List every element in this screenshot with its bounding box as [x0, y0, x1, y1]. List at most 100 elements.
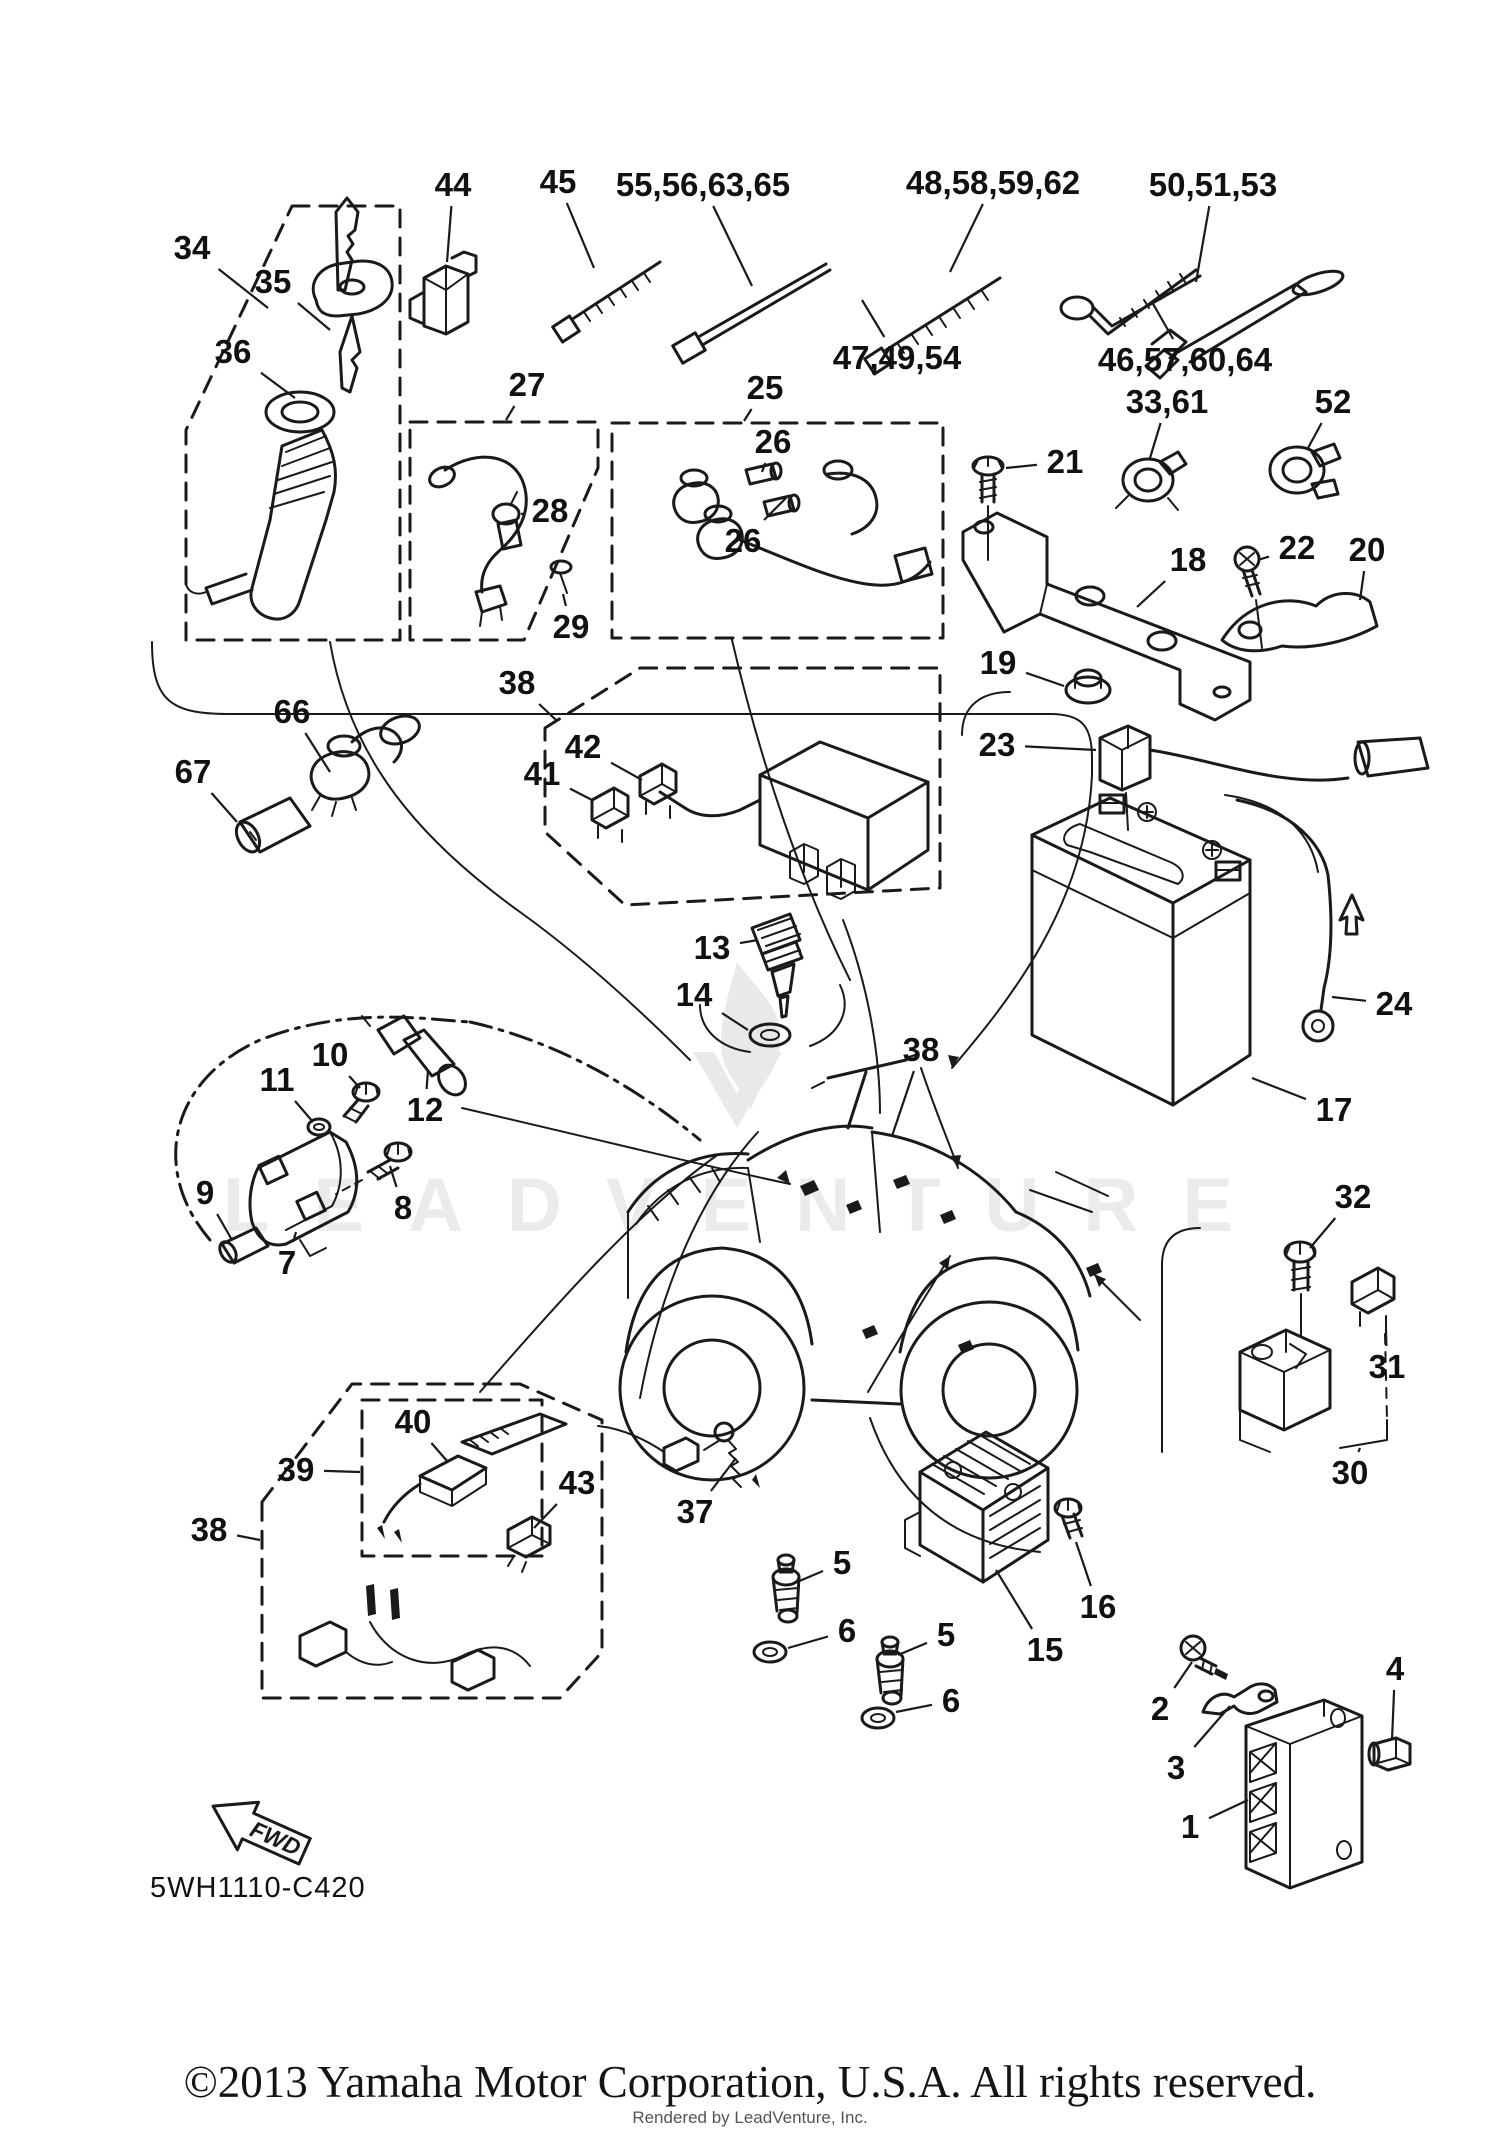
leader-line-16	[1074, 1541, 1092, 1587]
part-callout-6[interactable]: 6	[837, 1612, 857, 1649]
part-callout-2[interactable]: 2	[1150, 1690, 1170, 1727]
part-callout-38[interactable]: 38	[190, 1511, 228, 1548]
part-callout-43[interactable]: 43	[558, 1464, 596, 1501]
part-callout-11[interactable]: 11	[259, 1061, 295, 1098]
engine-stop-switch	[234, 714, 421, 854]
main-switch-assembly	[408, 250, 478, 336]
leader-line-36	[260, 371, 296, 399]
leader-line-35	[297, 302, 331, 331]
part-callout-21[interactable]: 21	[1046, 443, 1084, 480]
part-callout-3[interactable]: 3	[1166, 1749, 1186, 1786]
leader-line-7	[292, 1231, 298, 1243]
part-callout-1[interactable]: 1	[1180, 1808, 1200, 1845]
part-callout-5[interactable]: 5	[832, 1544, 852, 1581]
part-callout-8[interactable]: 8	[393, 1189, 413, 1226]
part-callout-13[interactable]: 13	[693, 929, 731, 966]
part-callout-52[interactable]: 52	[1314, 383, 1352, 420]
part-callout-7[interactable]: 7	[277, 1244, 297, 1281]
part-callout-44[interactable]: 44	[434, 166, 472, 203]
leader-line-9	[216, 1213, 233, 1241]
part-callout-14[interactable]: 14	[675, 976, 713, 1013]
leader-line-55-56-63-65	[712, 205, 753, 287]
leader-line-67	[210, 792, 238, 823]
leader-line-38	[236, 1534, 261, 1542]
part-callout-35[interactable]: 35	[254, 263, 292, 300]
part-callout-66[interactable]: 66	[273, 693, 311, 730]
copyright-text: ©2013 Yamaha Motor Corporation, U.S.A. A…	[183, 2057, 1317, 2107]
part-callout-26[interactable]: 26	[724, 522, 762, 559]
leader-line-38	[890, 1070, 915, 1137]
part-callout-9[interactable]: 9	[195, 1174, 215, 1211]
part-callout-26[interactable]: 26	[754, 423, 792, 460]
leader-line-23	[1024, 745, 1097, 752]
part-callout-24[interactable]: 24	[1375, 985, 1413, 1022]
leader-line-14	[721, 1012, 749, 1031]
leader-line-44	[445, 205, 453, 263]
part-callout-41[interactable]: 41	[523, 755, 561, 792]
part-callout-67[interactable]: 67	[174, 753, 212, 790]
leader-line-2	[1173, 1661, 1193, 1689]
leader-line-21	[1005, 463, 1038, 470]
part-callout-39[interactable]: 39	[277, 1451, 315, 1488]
part-callout-18[interactable]: 18	[1169, 541, 1207, 578]
part-callout-48-58-59-62[interactable]: 48,58,59,62	[905, 164, 1081, 201]
part-callout-25[interactable]: 25	[746, 369, 784, 406]
leader-line-45	[565, 202, 596, 269]
part-callout-33-61[interactable]: 33,61	[1125, 383, 1209, 420]
part-callout-6[interactable]: 6	[941, 1682, 961, 1719]
part-callout-55-56-63-65[interactable]: 55,56,63,65	[615, 166, 791, 203]
part-callout-20[interactable]: 20	[1348, 531, 1386, 568]
leader-line-15	[995, 1569, 1034, 1630]
part-callout-47-49-54[interactable]: 47,49,54	[832, 339, 962, 376]
part-callout-12[interactable]: 12	[406, 1091, 444, 1128]
part-callout-19[interactable]: 19	[979, 644, 1017, 681]
part-callout-50-51-53[interactable]: 50,51,53	[1148, 166, 1278, 203]
diagram-code: 5WH1110-C420	[150, 1872, 366, 1904]
part-callout-16[interactable]: 16	[1079, 1588, 1117, 1625]
battery	[1030, 793, 1252, 1107]
ignition-coil-group	[174, 1014, 702, 1265]
part-callout-5[interactable]: 5	[936, 1616, 956, 1653]
leader-line-24	[1331, 995, 1367, 1002]
part-callout-38[interactable]: 38	[902, 1031, 940, 1068]
starter-relay-group	[1161, 1227, 1396, 1453]
part-callout-27[interactable]: 27	[508, 366, 546, 403]
leader-line-18	[1136, 580, 1166, 608]
leader-line-17	[1251, 1076, 1307, 1101]
leader-line-13	[739, 938, 759, 945]
part-callout-42[interactable]: 42	[564, 728, 602, 765]
part-callout-22[interactable]: 22	[1278, 529, 1316, 566]
part-callout-45[interactable]: 45	[539, 163, 577, 200]
part-callout-31[interactable]: 31	[1368, 1348, 1406, 1385]
leader-line-46-57-60-64	[1151, 301, 1175, 340]
leader-line-26	[763, 497, 787, 521]
part-callout-30[interactable]: 30	[1331, 1454, 1369, 1491]
leader-line-8	[388, 1165, 398, 1188]
part-callout-40[interactable]: 40	[394, 1403, 432, 1440]
part-callout-32[interactable]: 32	[1334, 1178, 1372, 1215]
bracket-group	[961, 455, 1379, 722]
part-callout-15[interactable]: 15	[1026, 1631, 1064, 1668]
part-callout-38[interactable]: 38	[498, 664, 536, 701]
rendered-by-text: Rendered by LeadVenture, Inc.	[632, 2108, 868, 2127]
part-callout-23[interactable]: 23	[978, 726, 1016, 763]
leader-line-3	[1193, 1705, 1231, 1748]
part-callout-36[interactable]: 36	[214, 333, 252, 370]
part-callout-34[interactable]: 34	[173, 229, 211, 266]
part-callout-28[interactable]: 28	[531, 492, 569, 529]
leader-line-41	[569, 787, 593, 801]
part-callout-10[interactable]: 10	[311, 1036, 349, 1073]
leader-line-32	[1309, 1217, 1337, 1249]
part-callout-37[interactable]: 37	[676, 1493, 714, 1530]
leader-line-37	[710, 1457, 737, 1492]
part-callout-17[interactable]: 17	[1315, 1091, 1353, 1128]
part-callout-4[interactable]: 4	[1385, 1650, 1405, 1687]
leader-line-20	[1358, 570, 1366, 601]
connector-lines	[151, 639, 1093, 1553]
leader-line-6	[787, 1635, 829, 1650]
leader-line-25	[743, 408, 753, 422]
part-callout-46-57-60-64[interactable]: 46,57,60,64	[1097, 341, 1273, 378]
wire-harness-group	[260, 1382, 604, 1700]
part-callout-29[interactable]: 29	[552, 608, 590, 645]
